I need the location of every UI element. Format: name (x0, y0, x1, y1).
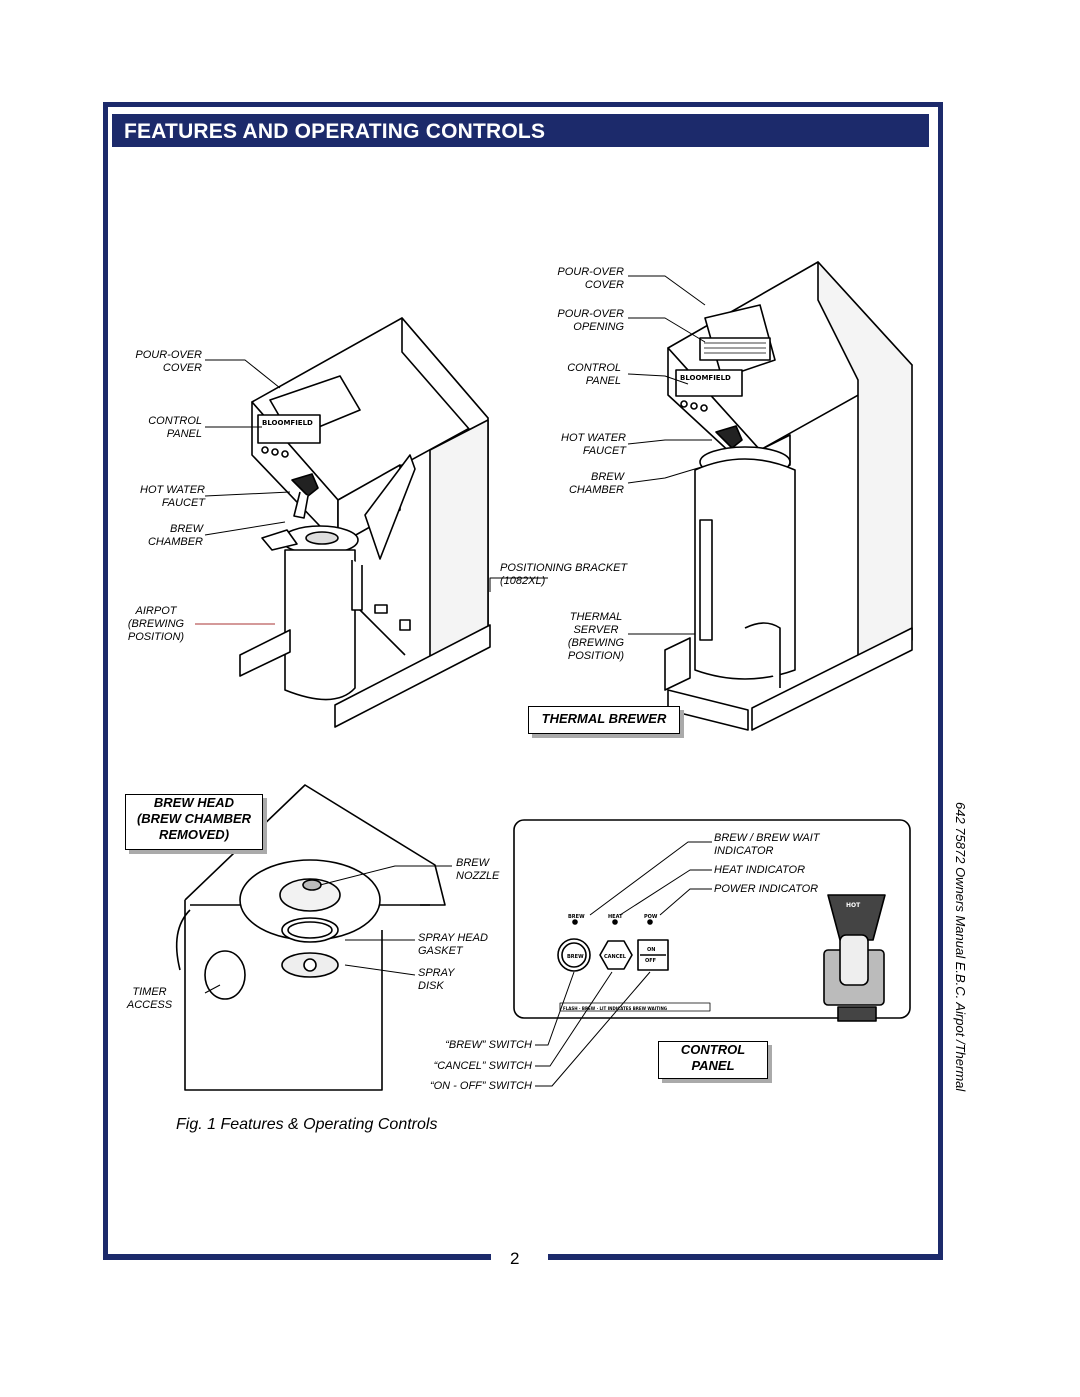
panel-strip-text: FLASH · BREW · LIT INDICATES BREW WAITIN… (563, 1006, 667, 1011)
btn-on-text: ON (647, 947, 655, 953)
label-positioning-bracket: POSITIONING BRACKET (1082XL) (500, 562, 628, 587)
label-thermal-brew-chamber: BREW CHAMBER (568, 471, 624, 496)
label-thermal-pour-over-opening: POUR-OVER OPENING (557, 308, 624, 333)
label-on-off-switch: “ON - OFF” SWITCH (429, 1080, 532, 1092)
label-spray-head-gasket: SPRAY HEAD GASKET (418, 932, 488, 957)
svg-text:BLOOMFIELD: BLOOMFIELD (680, 374, 731, 382)
label-thermal-pour-over-cover: POUR-OVER COVER (557, 266, 624, 291)
thermal-brewer-title: THERMAL BREWER (528, 706, 680, 734)
faucet-tag-text: HOT (846, 902, 861, 909)
control-panel-title: CONTROL PANEL (658, 1041, 768, 1079)
section-title: FEATURES AND OPERATING CONTROLS (124, 120, 546, 143)
label-heat-indicator: HEAT INDICATOR (714, 864, 806, 876)
label-airpot-control-panel: CONTROL PANEL (148, 415, 202, 440)
label-airpot: AIRPOT (BREWING POSITION) (127, 605, 185, 643)
figure-caption: Fig. 1 Features & Operating Controls (176, 1116, 438, 1133)
svg-text:BLOOMFIELD: BLOOMFIELD (262, 419, 313, 427)
label-brew-nozzle: BREW NOZZLE (456, 857, 500, 882)
led-brew-text: BREW (568, 914, 585, 920)
label-brew-switch: “BREW” SWITCH (445, 1039, 532, 1051)
manual-reference: 642 75872 Owners Manual E.B.C. Airpot /T… (953, 802, 968, 1092)
label-power-indicator: POWER INDICATOR (714, 883, 819, 895)
leader-lines (195, 275, 719, 1087)
label-airpot-pour-over-cover: POUR-OVER COVER (135, 349, 202, 374)
led-heat-text: HEAT (608, 914, 623, 920)
led-power-text: POW (644, 914, 658, 920)
airpot-brewer-drawing: BLOOMFIELD (239, 317, 491, 728)
frame-bottom-left (103, 1254, 491, 1260)
label-thermal-server: THERMAL SERVER (BREWING POSITION) (567, 611, 625, 662)
label-brew-wait-indicator: BREW / BREW WAIT INDICATOR (714, 832, 820, 857)
thermal-brewer-drawing: BLOOMFIELD (664, 261, 913, 731)
page-number: 2 (510, 1249, 520, 1268)
label-timer-access: TIMER ACCESS (126, 986, 173, 1011)
brew-head-title: BREW HEAD (BREW CHAMBER REMOVED) (125, 794, 263, 850)
btn-off-text: OFF (645, 958, 656, 964)
btn-cancel-text: CANCEL (604, 954, 627, 960)
page-frame (103, 102, 943, 1260)
label-thermal-hot-water-faucet: HOT WATER FAUCET (561, 432, 626, 457)
label-airpot-hot-water-faucet: HOT WATER FAUCET (140, 484, 205, 509)
label-airpot-brew-chamber: BREW CHAMBER (147, 523, 203, 548)
btn-brew-text: BREW (567, 954, 584, 960)
frame-bottom-right (548, 1254, 943, 1260)
label-spray-disk: SPRAY DISK (418, 967, 455, 992)
control-panel-drawing (513, 819, 911, 1022)
label-thermal-control-panel: CONTROL PANEL (567, 362, 621, 387)
brew-head-drawing (175, 784, 446, 1091)
label-cancel-switch: “CANCEL” SWITCH (433, 1060, 532, 1072)
section-header: FEATURES AND OPERATING CONTROLS (112, 114, 929, 147)
